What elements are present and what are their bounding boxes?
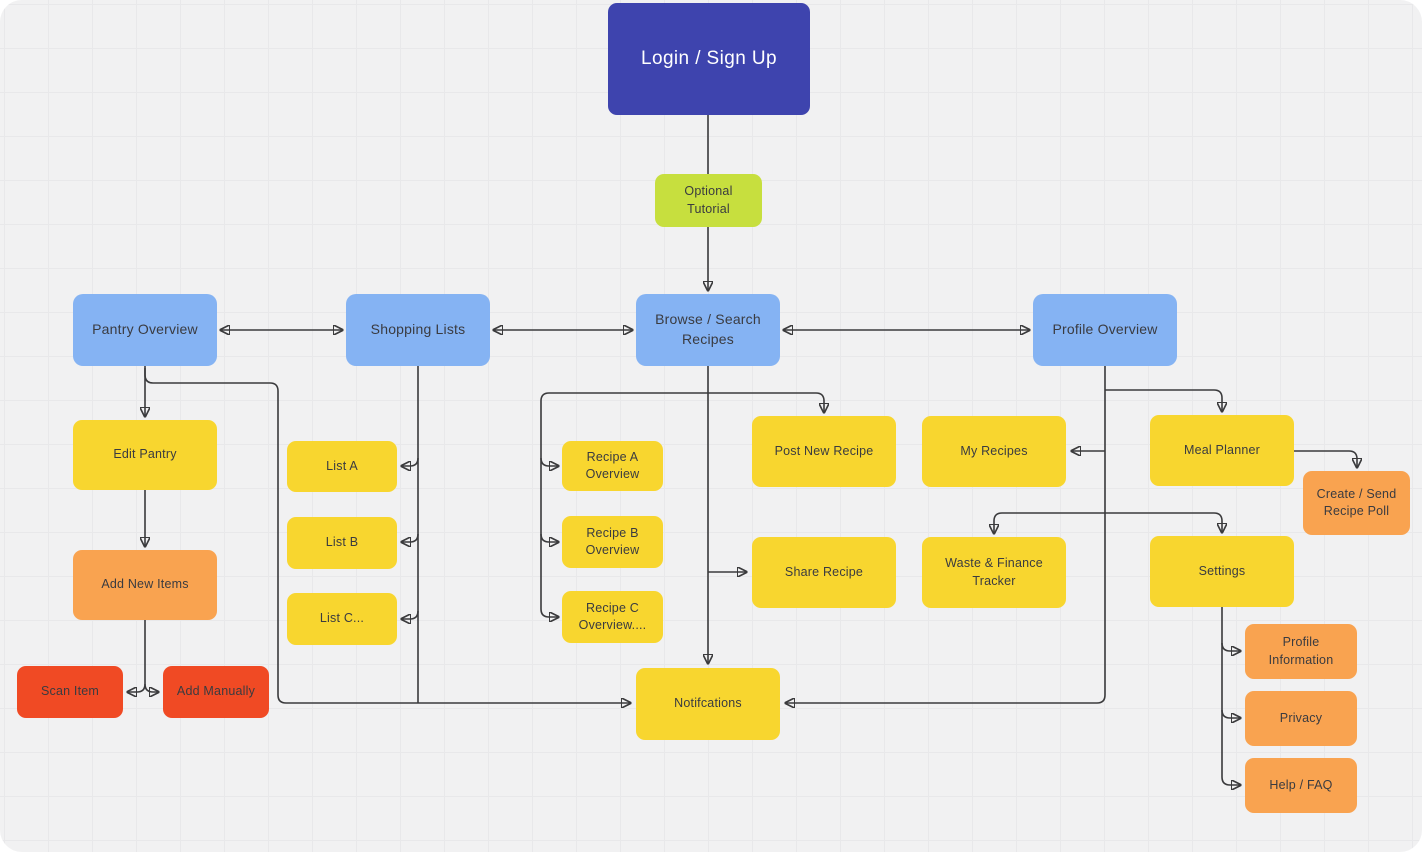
node-notifications[interactable]: Notifcations <box>636 668 780 740</box>
edge-browse-post-new-recipe <box>708 392 824 412</box>
node-settings[interactable]: Settings <box>1150 536 1294 607</box>
edge-browse-recipes-rail <box>540 392 708 609</box>
edge-profile-settings <box>1105 512 1222 532</box>
node-meal-planner[interactable]: Meal Planner <box>1150 415 1294 486</box>
node-shopping-lists[interactable]: Shopping Lists <box>346 294 490 366</box>
node-post-new-recipe[interactable]: Post New Recipe <box>752 416 896 487</box>
edge-meal-planner-recipe-poll <box>1294 450 1357 467</box>
edge-add-new-items-scan-item <box>128 620 146 692</box>
edge-shopping-list-c <box>402 610 419 619</box>
edge-profile-meal-planner <box>1105 389 1222 411</box>
node-recipe-a-overview[interactable]: Recipe A Overview <box>562 441 663 491</box>
edge-settings-help-faq <box>1221 776 1240 785</box>
node-add-manually[interactable]: Add Manually <box>163 666 269 718</box>
edge-recipe-a <box>540 457 558 466</box>
node-browse-search-recipes[interactable]: Browse / Search Recipes <box>636 294 780 366</box>
edge-shopping-list-a <box>402 457 419 466</box>
node-edit-pantry[interactable]: Edit Pantry <box>73 420 217 490</box>
node-recipe-b-overview[interactable]: Recipe B Overview <box>562 516 663 568</box>
edge-settings-profile-information <box>1221 642 1240 651</box>
node-login-signup[interactable]: Login / Sign Up <box>608 3 810 115</box>
node-profile-overview[interactable]: Profile Overview <box>1033 294 1177 366</box>
node-scan-item[interactable]: Scan Item <box>17 666 123 718</box>
edge-settings-privacy <box>1221 709 1240 718</box>
node-recipe-c-overview[interactable]: Recipe C Overview.... <box>562 591 663 643</box>
node-share-recipe[interactable]: Share Recipe <box>752 537 896 608</box>
node-create-send-recipe-poll[interactable]: Create / Send Recipe Poll <box>1303 471 1410 535</box>
node-waste-finance-tracker[interactable]: Waste & Finance Tracker <box>922 537 1066 608</box>
node-help-faq[interactable]: Help / FAQ <box>1245 758 1357 813</box>
node-list-b[interactable]: List B <box>287 517 397 569</box>
node-pantry-overview[interactable]: Pantry Overview <box>73 294 217 366</box>
edge-recipe-c <box>540 608 558 617</box>
node-list-c[interactable]: List C... <box>287 593 397 645</box>
node-list-a[interactable]: List A <box>287 441 397 492</box>
edge-recipe-b <box>540 533 558 542</box>
node-profile-information[interactable]: Profile Information <box>1245 624 1357 679</box>
node-optional-tutorial[interactable]: Optional Tutorial <box>655 174 762 227</box>
node-add-new-items[interactable]: Add New Items <box>73 550 217 620</box>
node-my-recipes[interactable]: My Recipes <box>922 416 1066 487</box>
edge-shopping-list-b <box>402 533 419 542</box>
node-privacy[interactable]: Privacy <box>1245 691 1357 746</box>
edge-profile-waste-finance <box>994 512 1105 533</box>
edge-profile-notifications <box>786 366 1106 703</box>
edge-pantry-notifications <box>144 368 630 703</box>
edge-add-new-items-add-manually <box>144 683 158 692</box>
